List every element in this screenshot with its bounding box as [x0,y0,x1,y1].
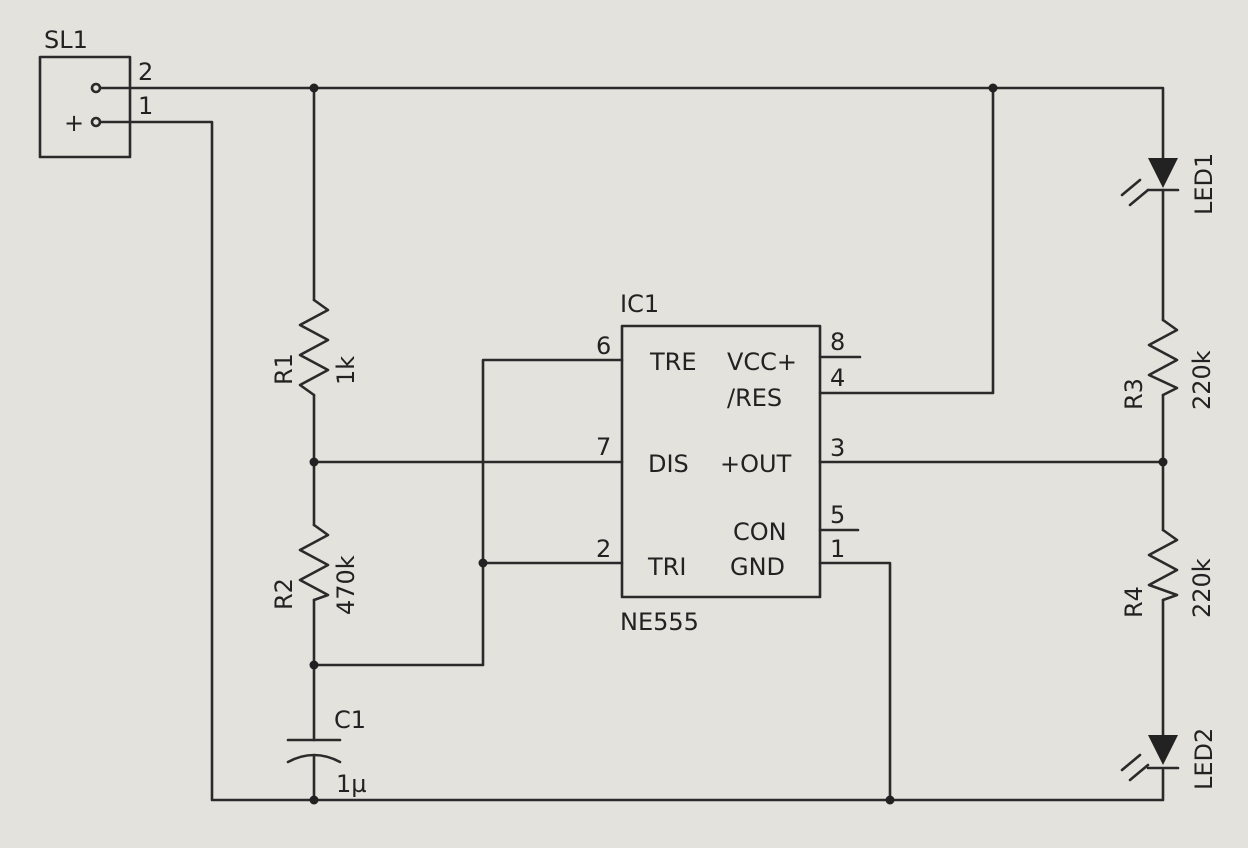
pin7-num: 7 [596,433,611,461]
r2-value: 470k [332,555,360,615]
pin8-name: VCC+ [727,348,797,376]
resistor-r3: R3 220k [1120,318,1216,410]
r2-ref: R2 [270,578,298,610]
c1-ref: C1 [334,706,366,734]
pin4-name: /RES [727,384,782,412]
connector-body [38,55,132,159]
led-led2: LED2 [1120,728,1218,790]
pin4-num: 4 [830,364,845,392]
led1-diode-icon [1148,158,1178,188]
pin1-name: GND [730,553,785,581]
r1-value: 1k [332,356,360,385]
ic-part: NE555 [620,608,699,636]
r1-ref: R1 [270,353,298,385]
resistor-r2: R2 470k [270,523,360,615]
led-led1: LED1 [1120,153,1218,215]
r4-value: 220k [1188,558,1216,618]
ic-ref: IC1 [620,290,659,318]
pin3-name: +OUT [720,450,792,478]
wires [98,86,1165,802]
capacitor-c1: C1 1µ [286,706,367,798]
led1-ref: LED1 [1190,153,1218,215]
r4-ref: R4 [1120,586,1148,618]
wire-gnd [818,561,892,802]
ic-body [620,324,822,599]
pin2-name: TRI [647,553,686,581]
wire-top-rail [98,86,1165,160]
connector-pin2-label: 2 [138,58,153,86]
r3-ref: R3 [1120,378,1148,410]
c1-value: 1µ [336,770,367,798]
connector-ref: SL1 [44,26,88,54]
connector-sl1: SL1 2 1 + [38,26,153,159]
led2-ref: LED2 [1190,728,1218,790]
wire-ground-rail [98,120,1165,802]
pin6-name: TRE [649,348,697,376]
led2-diode-icon [1148,735,1178,765]
wire-reset [818,86,995,395]
resistor-r1: R1 1k [270,298,360,397]
led1-light-arrows-icon [1120,178,1150,207]
led2-light-arrows-icon [1120,753,1150,782]
pin6-num: 6 [596,332,611,360]
wire-tre-tri [312,358,624,667]
pin3-num: 3 [830,434,845,462]
pin5-num: 5 [830,501,845,529]
pin2-num: 2 [596,535,611,563]
resistor-r4: R4 220k [1120,528,1216,618]
ic-ne555: IC1 NE555 6 TRE 7 DIS 2 TRI 8 VCC+ 4 /RE… [596,290,845,636]
junctions [309,83,1168,805]
pin1-num: 1 [830,535,845,563]
polarity-label: + [64,109,84,137]
connector-pin1-label: 1 [138,92,153,120]
pin5-name: CON [733,518,787,546]
pin7-name: DIS [648,450,689,478]
pin8-num: 8 [830,328,845,356]
r3-value: 220k [1188,350,1216,410]
